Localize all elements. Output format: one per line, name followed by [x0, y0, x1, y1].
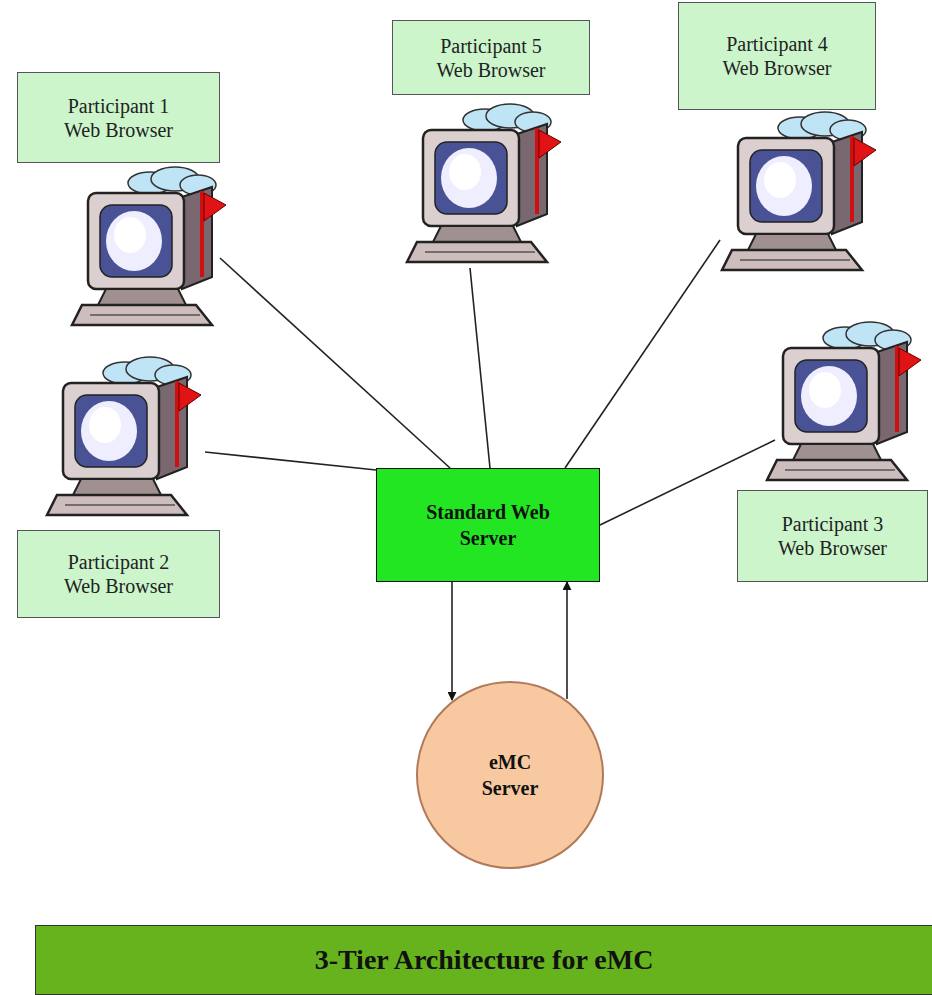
participant-label: Participant 1 Web Browser	[49, 94, 189, 142]
participant-label: Participant 4 Web Browser	[707, 32, 847, 80]
connector-line	[565, 240, 720, 468]
browser-label-box: Participant 5 Web Browser	[392, 20, 590, 95]
computer-icon	[405, 102, 565, 267]
browser-label-box: Participant 4 Web Browser	[678, 2, 876, 110]
computer-icon	[45, 355, 205, 520]
diagram-title: 3-Tier Architecture for eMC	[315, 944, 654, 976]
server-box: Standard Web Server	[376, 468, 600, 582]
participant-node: Participant 5 Web Browser	[392, 20, 590, 270]
computer-icon	[720, 110, 880, 275]
computer-icon	[765, 320, 925, 485]
server-label: eMC Server	[470, 749, 550, 801]
browser-label-box: Participant 3 Web Browser	[737, 490, 928, 582]
browser-label-box: Participant 1 Web Browser	[17, 72, 220, 163]
computer-icon	[70, 165, 230, 330]
browser-label-box: Participant 2 Web Browser	[17, 530, 220, 618]
participant-node: Participant 4 Web Browser	[678, 2, 880, 275]
connector-line	[451, 582, 453, 700]
participant-label: Participant 2 Web Browser	[49, 550, 189, 598]
participant-node: Participant 3 Web Browser	[737, 320, 928, 582]
server-circle: eMC Server	[415, 680, 605, 870]
title-band: 3-Tier Architecture for eMC	[35, 925, 932, 995]
participant-node: Participant 2 Web Browser	[17, 355, 220, 618]
participant-label: Participant 3 Web Browser	[763, 512, 903, 560]
server-label: Standard Web Server	[413, 499, 563, 551]
connector-line	[566, 582, 568, 699]
participant-label: Participant 5 Web Browser	[421, 34, 561, 82]
participant-node: Participant 1 Web Browser	[17, 72, 232, 330]
connector-line	[470, 268, 490, 468]
connector-line	[220, 258, 450, 468]
circle-outline	[415, 680, 605, 870]
connector-line	[205, 452, 376, 470]
